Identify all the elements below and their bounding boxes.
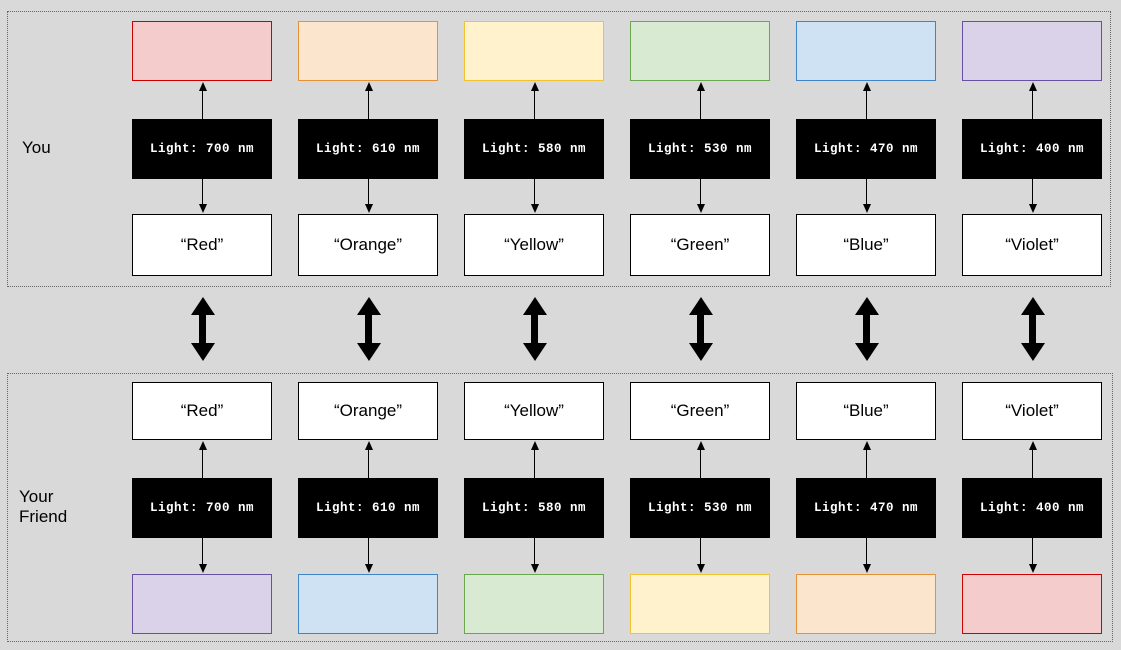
arrow-light-to-name-you xyxy=(862,179,871,213)
arrow-light-to-name-friend xyxy=(530,441,539,478)
light-box: Light: 580 nm xyxy=(464,119,604,179)
light-box: Light: 400 nm xyxy=(962,478,1102,538)
arrow-light-to-swatch-you xyxy=(364,82,373,119)
comparison-double-arrow xyxy=(190,297,215,361)
arrow-light-to-swatch-friend xyxy=(530,538,539,573)
panel-you-label: You xyxy=(22,138,51,157)
color-name-box: “Violet” xyxy=(962,214,1102,276)
red-swatch xyxy=(962,574,1102,634)
light-box: Light: 610 nm xyxy=(298,478,438,538)
arrow-light-to-name-you xyxy=(530,179,539,213)
arrow-light-to-swatch-friend xyxy=(1028,538,1037,573)
arrow-light-to-swatch-friend xyxy=(696,538,705,573)
arrow-light-to-swatch-friend xyxy=(364,538,373,573)
arrow-light-to-swatch-friend xyxy=(198,538,207,573)
arrow-light-to-swatch-you xyxy=(198,82,207,119)
color-name-box: “Blue” xyxy=(796,214,936,276)
color-name-box: “Red” xyxy=(132,214,272,276)
orange-swatch xyxy=(298,21,438,81)
arrow-light-to-name-you xyxy=(1028,179,1037,213)
arrow-light-to-name-friend xyxy=(862,441,871,478)
orange-swatch xyxy=(796,574,936,634)
color-name-box: “Blue” xyxy=(796,382,936,440)
violet-swatch xyxy=(962,21,1102,81)
panel-friend-label: Your Friend xyxy=(19,487,68,526)
red-swatch xyxy=(132,21,272,81)
color-name-box: “Red” xyxy=(132,382,272,440)
color-name-box: “Yellow” xyxy=(464,214,604,276)
light-box: Light: 580 nm xyxy=(464,478,604,538)
light-box: Light: 470 nm xyxy=(796,119,936,179)
light-box: Light: 400 nm xyxy=(962,119,1102,179)
comparison-double-arrow xyxy=(522,297,547,361)
arrow-light-to-swatch-friend xyxy=(862,538,871,573)
green-swatch xyxy=(630,21,770,81)
arrow-light-to-swatch-you xyxy=(862,82,871,119)
color-name-box: “Orange” xyxy=(298,382,438,440)
comparison-double-arrow xyxy=(688,297,713,361)
blue-swatch xyxy=(298,574,438,634)
arrow-light-to-swatch-you xyxy=(696,82,705,119)
light-box: Light: 610 nm xyxy=(298,119,438,179)
panel-friend xyxy=(7,373,1113,642)
light-box: Light: 700 nm xyxy=(132,119,272,179)
color-name-box: “Violet” xyxy=(962,382,1102,440)
color-name-box: “Green” xyxy=(630,382,770,440)
arrow-light-to-name-friend xyxy=(696,441,705,478)
yellow-swatch xyxy=(630,574,770,634)
arrow-light-to-name-you xyxy=(696,179,705,213)
arrow-light-to-name-you xyxy=(364,179,373,213)
arrow-light-to-swatch-you xyxy=(530,82,539,119)
light-box: Light: 700 nm xyxy=(132,478,272,538)
blue-swatch xyxy=(796,21,936,81)
arrow-light-to-name-friend xyxy=(364,441,373,478)
panel-you xyxy=(7,11,1111,287)
comparison-double-arrow xyxy=(356,297,381,361)
green-swatch xyxy=(464,574,604,634)
light-box: Light: 530 nm xyxy=(630,119,770,179)
light-box: Light: 530 nm xyxy=(630,478,770,538)
arrow-light-to-name-friend xyxy=(198,441,207,478)
violet-swatch xyxy=(132,574,272,634)
arrow-light-to-name-you xyxy=(198,179,207,213)
light-box: Light: 470 nm xyxy=(796,478,936,538)
yellow-swatch xyxy=(464,21,604,81)
color-name-box: “Green” xyxy=(630,214,770,276)
arrow-light-to-name-friend xyxy=(1028,441,1037,478)
comparison-double-arrow xyxy=(854,297,879,361)
comparison-double-arrow xyxy=(1020,297,1045,361)
color-name-box: “Yellow” xyxy=(464,382,604,440)
color-name-box: “Orange” xyxy=(298,214,438,276)
arrow-light-to-swatch-you xyxy=(1028,82,1037,119)
